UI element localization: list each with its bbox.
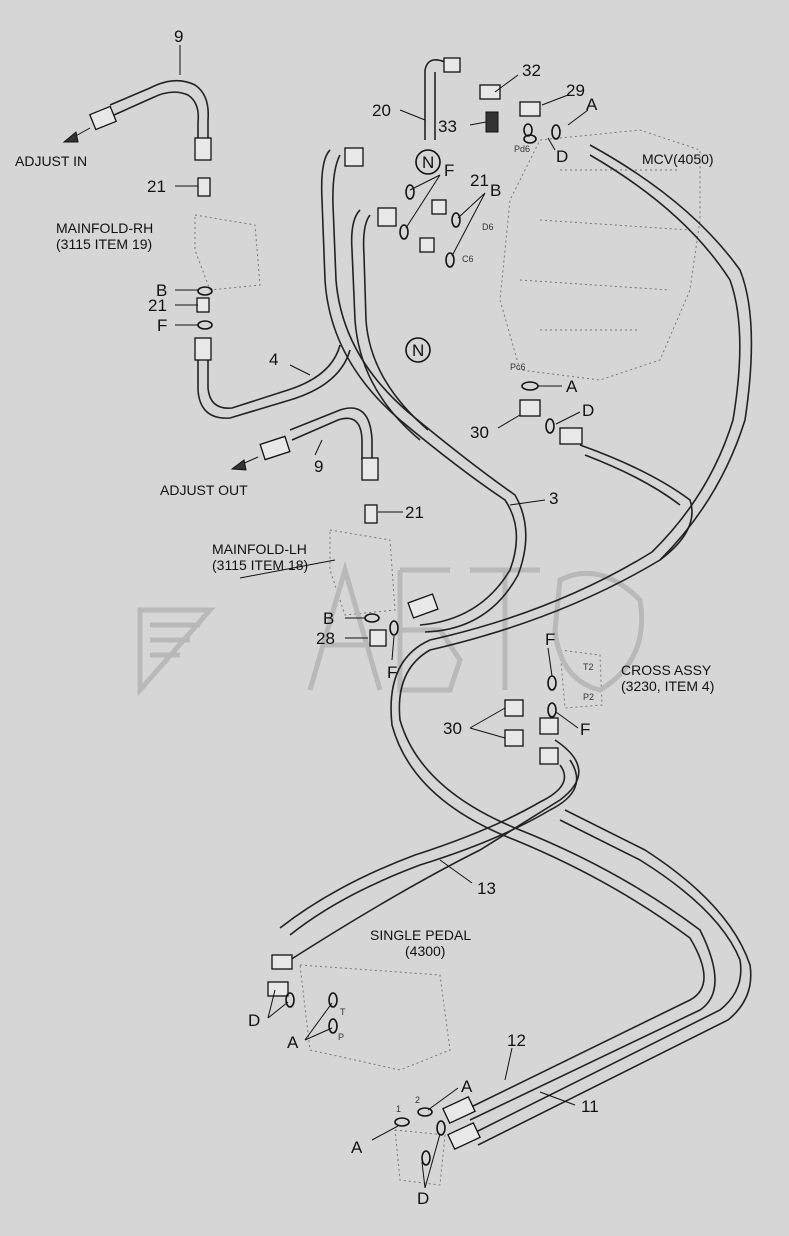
n-circle-mid [405,337,431,363]
label-13: 13 [477,879,496,898]
label-f2: F [157,316,167,335]
port-p2: P2 [583,692,594,702]
label-adjust-in: ADJUST IN [15,153,87,169]
label-f1: F [444,161,454,180]
label-a4: A [461,1077,473,1096]
label-f3: F [387,663,397,682]
adjust-out-arrow [230,456,259,471]
labels: 9 20 32 29 A 33 D MCV(4050) ADJUST IN 21… [15,27,714,1208]
port-t: T [340,1007,346,1017]
hose-13 [279,739,580,961]
label-a3: A [287,1033,299,1052]
label-d2: D [582,401,594,420]
adjust-in-arrow [62,127,91,143]
label-33: 33 [438,117,457,136]
label-32: 32 [522,61,541,80]
label-20: 20 [372,101,391,120]
label-cross-2: (3230, ITEM 4) [621,678,714,694]
label-21c: 21 [148,296,167,315]
label-f4: F [545,630,555,649]
label-a1: A [586,95,598,114]
label-f5: F [580,720,590,739]
n-circle-top [415,149,441,175]
label-mainfold-rh-2: (3115 ITEM 19) [56,236,152,252]
label-b3: B [323,609,334,628]
label-11: 11 [581,1097,599,1116]
hose-11-12 [442,809,752,1151]
label-29: 29 [566,81,585,100]
label-28: 28 [316,629,335,648]
label-mainfold-rh-1: MAINFOLD-RH [56,220,153,236]
hose-9-top [88,79,212,161]
label-4: 4 [269,350,278,369]
label-30a: 30 [470,423,489,442]
label-n1: N [422,153,434,172]
o-rings [197,123,561,1166]
hose-3 [320,149,527,633]
leaders [175,45,589,1189]
port-c6: C6 [462,254,474,264]
mainfold-rh-ghost [194,214,261,291]
label-d4: D [417,1189,429,1208]
hose-20 [424,57,461,140]
label-9-bottom: 9 [314,457,323,476]
mcv-ghost [499,129,701,381]
label-mainfold-lh-1: MAINFOLD-LH [212,541,307,557]
port-1: 1 [396,1104,401,1114]
label-3: 3 [549,489,558,508]
label-30b: 30 [443,719,462,738]
label-21a: 21 [147,177,166,196]
label-adjust-out: ADJUST OUT [160,482,248,498]
label-b2: B [156,281,167,300]
watermark [137,561,645,697]
hose-4 [194,337,351,419]
port-pd6: Pd6 [514,144,530,154]
port-pc6: Pc6 [510,362,526,372]
cross-assy-ghost [559,649,603,709]
mainfold-lh-ghost [329,529,396,616]
label-n2: N [412,341,424,360]
label-d1: D [556,147,568,166]
port-t2: T2 [583,662,594,672]
label-a5: A [351,1138,363,1157]
hose-9-bottom [259,407,379,481]
label-pedal-1: SINGLE PEDAL [370,927,471,943]
label-mainfold-lh-2: (3115 ITEM 18) [212,557,308,573]
label-12: 12 [507,1031,526,1050]
label-mcv: MCV(4050) [642,151,714,167]
port-p: P [338,1032,344,1042]
label-d3: D [248,1011,260,1030]
port-2: 2 [415,1095,420,1105]
label-pedal-2: (4300) [405,943,445,959]
label-cross-1: CROSS ASSY [621,662,712,678]
label-b1: B [490,181,501,200]
label-a2: A [566,377,578,396]
label-21b: 21 [470,171,489,190]
port-d6: D6 [482,222,494,232]
hose-mcv-long [390,144,753,1121]
label-9-top: 9 [174,27,183,46]
label-21d: 21 [405,503,424,522]
fittings [196,84,583,997]
port-labels: Pd6 D6 C6 Pc6 T2 P2 T P 1 2 [338,144,594,1114]
